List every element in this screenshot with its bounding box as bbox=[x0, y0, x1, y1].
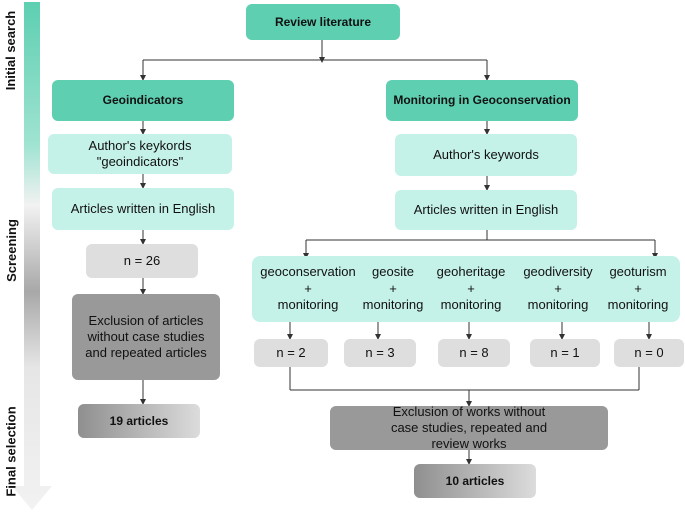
term-geoconservation: geoconservation + monitoring bbox=[254, 262, 362, 316]
right-english: Articles written in English bbox=[395, 190, 577, 230]
term-top: geosite bbox=[372, 263, 414, 279]
phase-arrow bbox=[12, 2, 52, 510]
term-plus: + bbox=[554, 280, 562, 296]
count-geoturism: n = 0 bbox=[614, 339, 684, 367]
left-exclusion: Exclusion of articles without case studi… bbox=[72, 294, 220, 380]
right-exclusion: Exclusion of works without case studies,… bbox=[330, 404, 608, 451]
term-plus: + bbox=[389, 280, 397, 296]
count-geosite: n = 3 bbox=[344, 339, 416, 367]
search-terms-group bbox=[252, 256, 680, 322]
term-geoturism: geoturism + monitoring bbox=[600, 262, 676, 316]
count-geoconservation: n = 2 bbox=[254, 339, 328, 367]
term-plus: + bbox=[467, 280, 475, 296]
term-bottom: monitoring bbox=[362, 297, 424, 313]
right-title-monitoring: Monitoring in Geoconservation bbox=[386, 80, 578, 121]
term-top: geoheritage bbox=[436, 263, 506, 279]
term-geosite: geosite + monitoring bbox=[354, 262, 432, 316]
right-result: 10 articles bbox=[414, 464, 536, 498]
left-keywords: Author's keykords "geoindicators" bbox=[48, 134, 232, 174]
count-geoheritage: n = 8 bbox=[438, 339, 510, 367]
term-bottom: monitoring bbox=[277, 297, 339, 313]
term-geodiversity: geodiversity + monitoring bbox=[514, 262, 602, 316]
term-bottom: monitoring bbox=[527, 297, 589, 313]
right-keywords: Author's keywords bbox=[395, 134, 577, 176]
count-geodiversity: n = 1 bbox=[530, 339, 600, 367]
term-top: geoturism bbox=[609, 263, 667, 279]
term-top: geoconservation bbox=[260, 263, 356, 279]
term-plus: + bbox=[634, 280, 642, 296]
term-bottom: monitoring bbox=[607, 297, 669, 313]
root-review-literature: Review literature bbox=[246, 4, 400, 40]
left-english: Articles written in English bbox=[52, 188, 234, 230]
left-title-geoindicators: Geoindicators bbox=[52, 80, 234, 121]
term-top: geodiversity bbox=[523, 263, 593, 279]
term-bottom: monitoring bbox=[440, 297, 502, 313]
term-plus: + bbox=[304, 280, 312, 296]
term-geoheritage: geoheritage + monitoring bbox=[430, 262, 512, 316]
left-count: n = 26 bbox=[86, 244, 198, 278]
left-result: 19 articles bbox=[78, 404, 200, 438]
